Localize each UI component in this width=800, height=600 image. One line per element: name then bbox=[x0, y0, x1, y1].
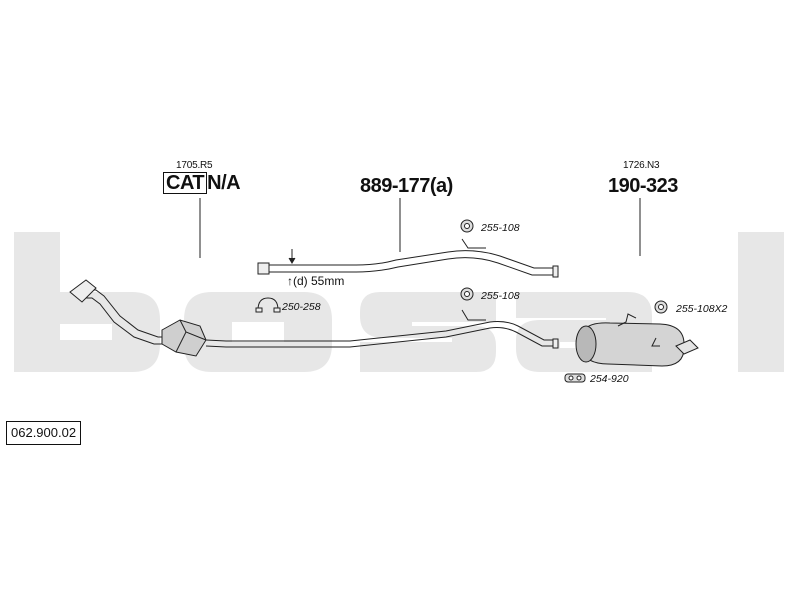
middle-pipe bbox=[257, 238, 559, 278]
clamp-rear-code: 254-920 bbox=[590, 373, 629, 385]
rear-silencer-number: 190-323 bbox=[608, 175, 678, 197]
rear-silencer-ref: 1726.N3 bbox=[623, 160, 660, 171]
cat-suffix: N/A bbox=[207, 172, 241, 194]
mount-lower-code: 255-108 bbox=[481, 290, 520, 302]
diameter-note: ↑(d) 55mm bbox=[287, 274, 345, 288]
middle-pipe-number: 889-177(a) bbox=[360, 175, 453, 197]
rubber-mount-icon-rear bbox=[654, 300, 668, 314]
front-pipe bbox=[69, 279, 559, 357]
mount-upper-code: 255-108 bbox=[481, 222, 520, 234]
mount-rear-code: 255-108X2 bbox=[676, 303, 728, 315]
cat-label: CAT bbox=[163, 172, 208, 194]
rear-silencer bbox=[575, 313, 699, 367]
clamp-front-code: 250-258 bbox=[282, 301, 321, 313]
rubber-mount-icon-lower bbox=[460, 287, 474, 301]
front-pipe-ref: 1705.R5 bbox=[176, 160, 213, 171]
clamp-icon-front bbox=[255, 297, 281, 313]
reference-number: 062.900.02 bbox=[6, 421, 82, 445]
clamp-icon-rear bbox=[564, 373, 586, 383]
rubber-mount-icon-upper bbox=[460, 219, 474, 233]
